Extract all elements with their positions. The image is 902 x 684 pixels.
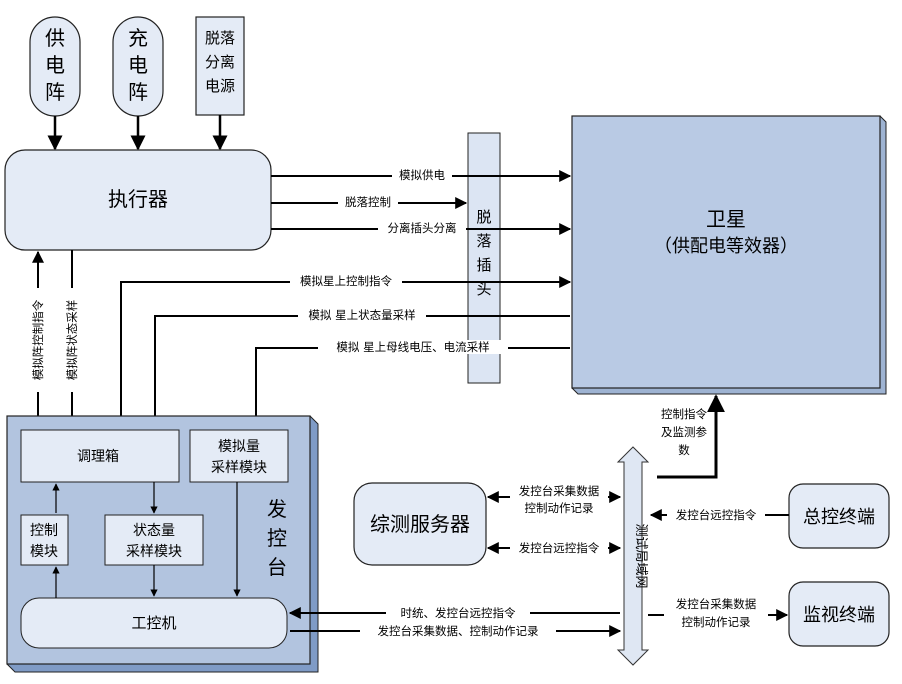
test-lan-label: 测试局域网 bbox=[633, 523, 648, 588]
console-title-2: 控 bbox=[267, 526, 287, 550]
analog-sampling-label-2: 采样模块 bbox=[211, 460, 267, 476]
array-cmd-label-bg bbox=[30, 288, 46, 392]
umbilical-label-2: 落 bbox=[476, 232, 491, 250]
monitor-terminal-label: 监视终端 bbox=[803, 605, 875, 626]
test-lan-arrow: 测试局域网 bbox=[616, 446, 650, 666]
executor-box: 执行器 bbox=[4, 149, 272, 251]
sim-sat-cmd-label-bg bbox=[290, 274, 402, 288]
state-sampling-module: 状态量 采样模块 bbox=[104, 514, 204, 566]
test-server-box: 综测服务器 bbox=[353, 482, 487, 566]
control-module: 控制 模块 bbox=[20, 514, 69, 566]
state-sampling-label-2: 采样模块 bbox=[126, 544, 182, 560]
charge-array-box: 充 电 阵 bbox=[112, 16, 164, 117]
satellite-label-1: 卫星 bbox=[706, 207, 746, 231]
server-remote-label: 发控台远控指令 bbox=[519, 541, 600, 555]
lan-to-satellite-arrow bbox=[657, 394, 725, 479]
master-remote-label: 发控台远控指令 bbox=[676, 508, 757, 522]
conditioning-box-label: 调理箱 bbox=[77, 449, 119, 465]
test-server-label: 综测服务器 bbox=[370, 512, 470, 536]
satellite-label-2: （供配电等效器） bbox=[654, 236, 798, 257]
master-remote-label-bg bbox=[667, 508, 765, 522]
monitor-terminal-box: 监视终端 bbox=[788, 581, 890, 647]
umbilical-label-3: 插 bbox=[476, 256, 491, 274]
analog-sampling-module: 模拟量 采样模块 bbox=[189, 429, 289, 483]
umbilical-label-4: 头 bbox=[476, 280, 491, 298]
state-sampling-label-1: 状态量 bbox=[133, 523, 175, 539]
umbilical-label-1: 脱 bbox=[476, 208, 491, 226]
plug-separation-label: 分离插头分离 bbox=[388, 221, 457, 235]
sim-bus-sampling-label-bg bbox=[318, 340, 508, 354]
sim-power-label-bg bbox=[392, 168, 452, 182]
sim-power-label: 模拟供电 bbox=[399, 168, 445, 182]
sim-sat-state-label-bg bbox=[298, 308, 426, 322]
server-data-label-2: 控制动作记录 bbox=[525, 501, 594, 515]
sim-sat-cmd-arrow bbox=[120, 276, 572, 430]
server-data-label-bg bbox=[510, 484, 608, 514]
industrial-pc-label: 工控机 bbox=[131, 614, 176, 632]
solar-array-box: 供 电 阵 bbox=[29, 16, 81, 117]
separation-power-label-1: 脱落 bbox=[205, 29, 235, 47]
sim-sat-state-arrow bbox=[149, 315, 570, 431]
separation-power-label-2: 分离 bbox=[205, 53, 235, 71]
pc-data-label-bg bbox=[360, 624, 556, 638]
server-remote-label-bg bbox=[510, 541, 608, 555]
satellite-box: 卫星 （供配电等效器） bbox=[571, 115, 887, 395]
separation-power-label-3: 电源 bbox=[205, 77, 235, 95]
control-module-label-1: 控制 bbox=[30, 523, 58, 539]
conditioning-box: 调理箱 bbox=[20, 429, 180, 483]
ctrl-monitor-label-3: 数 bbox=[678, 443, 690, 457]
solar-array-label-1: 供 bbox=[45, 26, 65, 50]
pc-data-label: 发控台采集数据、控制动作记录 bbox=[378, 624, 539, 638]
timing-remote-label-bg bbox=[386, 606, 530, 620]
industrial-pc: 工控机 bbox=[20, 597, 288, 649]
array-state-label-bg bbox=[64, 288, 80, 392]
sim-bus-sampling-label: 模拟 星上母线电压、电流采样 bbox=[336, 340, 489, 354]
console-title-3: 台 bbox=[267, 555, 287, 579]
master-terminal-box: 总控终端 bbox=[788, 483, 890, 549]
ctrl-monitor-label-2: 及监测参 bbox=[661, 425, 707, 439]
master-terminal-label: 总控终端 bbox=[803, 507, 875, 528]
ctrl-monitor-label-1: 控制指令 bbox=[661, 407, 707, 421]
charge-array-label-2: 电 bbox=[128, 53, 148, 77]
charge-array-label-3: 阵 bbox=[128, 80, 148, 104]
separation-control-label: 脱落控制 bbox=[345, 195, 391, 209]
analog-sampling-label-1: 模拟量 bbox=[218, 439, 260, 455]
charge-array-label-1: 充 bbox=[128, 26, 148, 50]
monitor-data-label-bg bbox=[664, 596, 768, 628]
timing-remote-label: 时统、发控台远控指令 bbox=[401, 606, 516, 620]
sim-sat-cmd-label: 模拟星上控制指令 bbox=[300, 274, 392, 288]
control-module-label-2: 模块 bbox=[30, 544, 58, 560]
array-cmd-label: 模拟阵控制指令 bbox=[31, 299, 45, 380]
solar-array-label-2: 电 bbox=[45, 53, 65, 77]
monitor-data-label-2: 控制动作记录 bbox=[682, 615, 751, 629]
separation-power-box: 脱落 分离 电源 bbox=[195, 16, 245, 116]
console-title-1: 发 bbox=[267, 497, 287, 521]
executor-label: 执行器 bbox=[108, 187, 168, 211]
server-data-label-1: 发控台采集数据 bbox=[519, 484, 600, 498]
sim-sat-state-label: 模拟 星上状态量采样 bbox=[308, 308, 415, 322]
separation-control-label-bg bbox=[338, 195, 398, 209]
monitor-data-label-1: 发控台采集数据 bbox=[676, 597, 757, 611]
array-state-label: 模拟阵状态采样 bbox=[65, 300, 79, 381]
solar-array-label-3: 阵 bbox=[45, 80, 65, 104]
plug-separation-label-bg bbox=[378, 221, 466, 235]
